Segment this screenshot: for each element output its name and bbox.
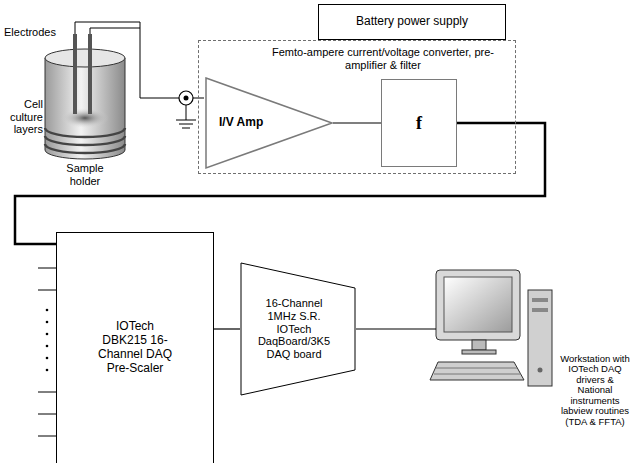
electrode-rods	[88, 34, 92, 114]
node-text: Femto-ampere current/voltage converter, …	[263, 46, 503, 71]
bnc-connector	[179, 91, 204, 105]
ground-symbol	[176, 120, 196, 121]
ground-symbol	[176, 105, 196, 128]
amplifier-outline	[206, 78, 332, 168]
channel-dot	[46, 321, 49, 324]
computer-icon	[532, 308, 548, 312]
computer-icon	[430, 270, 552, 386]
computer-icon	[434, 374, 521, 375]
computer-icon	[538, 368, 543, 373]
channel-dots	[46, 309, 49, 372]
bnc-connector	[179, 91, 193, 105]
ground-symbol	[179, 124, 193, 125]
part-label: Electrodes	[4, 26, 66, 39]
node-text: I/V Amp	[219, 116, 263, 130]
channel-dot	[46, 345, 49, 348]
channel-input-stubs	[38, 268, 56, 269]
sample-holder-cylinder	[45, 49, 125, 159]
filter-box: f	[381, 79, 457, 167]
computer-icon	[472, 340, 486, 350]
computer-icon	[430, 362, 524, 380]
channel-input-stubs	[38, 268, 56, 436]
electrode-wire	[90, 28, 140, 34]
computer-icon	[436, 368, 517, 369]
node-text: IOTech DBK215 16-Channel DAQ Pre-Scaler	[96, 320, 174, 375]
part-label: Sample holder	[57, 162, 113, 187]
channel-input-stubs	[38, 392, 56, 393]
sample-holder-cylinder	[45, 136, 125, 145]
sample-holder-cylinder	[45, 49, 125, 67]
computer-icon	[444, 277, 512, 332]
channel-input-stubs	[38, 290, 56, 291]
sample-holder-cylinder	[45, 144, 125, 153]
ground-symbol	[186, 105, 187, 120]
channel-input-stubs	[38, 436, 56, 437]
signal-wire	[356, 328, 436, 329]
electrode-wire	[75, 22, 179, 98]
sample-holder-cylinder	[45, 128, 125, 137]
part-label: Cell culture layers	[0, 98, 43, 136]
bnc-connector	[184, 96, 189, 101]
workstation-node: Workstation with IOTech DAQ drivers & Na…	[428, 262, 640, 461]
board-outline	[241, 263, 355, 395]
channel-dot	[46, 357, 49, 360]
computer-icon	[462, 350, 496, 354]
sample-holder-cylinder	[61, 108, 109, 128]
electrode-rods	[73, 34, 77, 114]
daq-board-shape: 16-Channel 1MHz S.R. IOTech DaqBoard/3K5…	[240, 262, 356, 396]
electrode-rods	[73, 34, 92, 114]
node-text: Workstation with IOTech DAQ drivers & Na…	[560, 354, 630, 427]
node-text: f	[416, 113, 422, 134]
computer-icon	[528, 290, 552, 386]
ground-symbol	[182, 128, 190, 129]
channel-dot	[46, 333, 49, 336]
node-text: 16-Channel 1MHz S.R. IOTech DaqBoard/3K5…	[252, 297, 336, 360]
power-supply-box: Battery power supply	[318, 4, 506, 40]
channel-input-stubs	[38, 414, 56, 415]
computer-icon	[532, 298, 548, 302]
sample-holder-cylinder	[45, 58, 125, 159]
signal-wire	[214, 328, 240, 329]
signal-wire	[333, 122, 381, 123]
electrode-wire	[75, 22, 179, 98]
amplifier-triangle: I/V Amp	[205, 77, 333, 169]
channel-dot	[46, 369, 49, 372]
amplifier-enclosure: I/V Amp f Femto-ampere current/voltage con…	[198, 40, 516, 174]
computer-icon	[436, 270, 520, 340]
prescaler-box: IOTech DBK215 16-Channel DAQ Pre-Scaler	[56, 232, 214, 463]
node-text: Battery power supply	[356, 15, 468, 29]
channel-dot	[46, 309, 49, 312]
